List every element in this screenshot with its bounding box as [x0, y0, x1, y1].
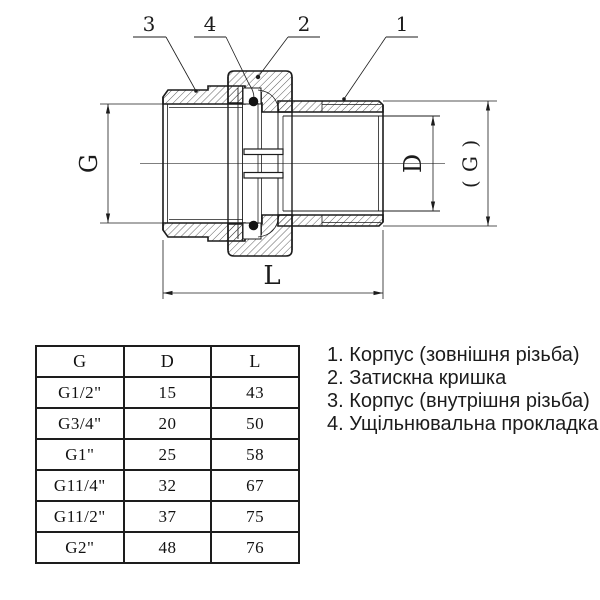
dim-label-g-paren: ( G ) [458, 139, 482, 188]
dimension-g [100, 103, 166, 224]
table-row: G11/4" 32 67 [35, 469, 300, 502]
dim-label-g: G [75, 154, 103, 173]
legend-item-2: 2. Затискна кришка [327, 367, 507, 389]
legend-item-1: 1. Корпус (зовнішня різьба) [327, 344, 580, 366]
table-row: G1" 25 58 [35, 438, 300, 471]
right-body [277, 100, 440, 227]
col-header-g: G [35, 345, 125, 378]
svg-text:3: 3 [143, 12, 156, 36]
dim-label-l: L [263, 261, 280, 291]
table-row: G2" 48 76 [35, 531, 300, 564]
left-body [162, 85, 246, 242]
callout-2: 2 [255, 12, 320, 80]
legend-item-3: 3. Корпус (внутрішня різьба) [327, 390, 590, 412]
svg-text:4: 4 [204, 12, 217, 36]
svg-text:2: 2 [298, 12, 311, 36]
legend-item-4: 4. Ущільнювальна прокладка [327, 413, 599, 435]
gasket-top [248, 96, 259, 107]
parts-legend: 1. Корпус (зовнішня різьба) 2. Затискна … [327, 344, 598, 436]
dim-label-d: D [399, 154, 427, 173]
dimension-l [162, 230, 384, 299]
col-header-d: D [122, 345, 213, 378]
gasket-seat [237, 86, 284, 241]
spec-table: G D L G1/2" 15 43 G3/4" 20 50 G1" 25 58 [35, 345, 300, 564]
gasket-bottom [248, 220, 259, 231]
callout-3: 3 [133, 12, 198, 93]
callout-4: 4 [194, 12, 255, 99]
table-row: G1/2" 15 43 [35, 376, 300, 409]
table-row: G11/2" 37 75 [35, 500, 300, 533]
table-row: G3/4" 20 50 [35, 407, 300, 440]
svg-text:1: 1 [396, 12, 409, 36]
callout-1: 1 [342, 12, 418, 101]
col-header-l: L [210, 345, 300, 378]
dimension-g-paren [383, 100, 497, 227]
dimension-d [430, 116, 436, 211]
table-header-row: G D L [35, 345, 300, 378]
technical-drawing: G D ( G ) L 3 [75, 12, 497, 299]
